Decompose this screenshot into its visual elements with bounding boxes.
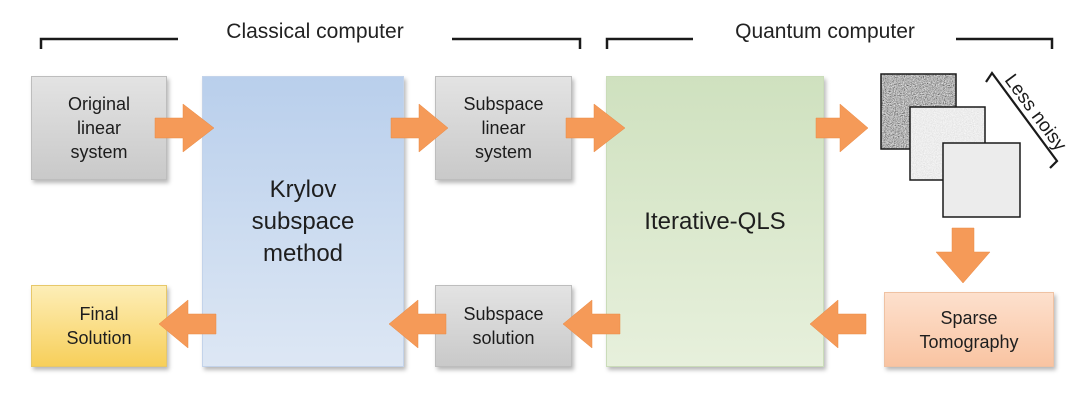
quantum-computer-label: Quantum computer — [735, 20, 915, 43]
final-solution-label: Final Solution — [66, 304, 132, 348]
arrow-krylov-to-final — [158, 299, 217, 349]
arrow-tomography-to-iterative — [809, 299, 867, 349]
iterative-qls-box: Iterative-QLS — [606, 76, 824, 367]
classical-computer-label: Classical computer — [226, 20, 404, 43]
quantum-bracket-right — [956, 37, 1054, 49]
subspace-solution-box: Subspace solution — [435, 285, 572, 367]
arrow-solution-to-krylov — [388, 299, 447, 349]
original-linear-system-label: Original linear system — [67, 94, 131, 162]
sparse-tomography-label: Sparse Tomography — [919, 307, 1019, 352]
classical-bracket-right — [452, 37, 582, 49]
quantum-bracket-left — [605, 37, 693, 49]
subspace-linear-system-label: Subspace linear system — [463, 94, 544, 162]
arrow-original-to-krylov — [154, 103, 215, 153]
subspace-linear-system-box: Subspace linear system — [435, 76, 572, 180]
arrow-iterative-to-squares — [815, 103, 869, 153]
subspace-solution-label: Subspace solution — [463, 304, 544, 348]
arrow-iterative-to-solution — [562, 299, 621, 349]
less-noisy-bracket — [985, 71, 1059, 169]
sparse-tomography-box: Sparse Tomography — [884, 292, 1054, 367]
flow-arrows — [154, 103, 991, 349]
arrow-squares-to-tomography — [935, 227, 991, 284]
arrow-krylov-to-subspace — [390, 103, 449, 153]
classical-bracket-left — [39, 37, 178, 49]
final-solution-box: Final Solution — [31, 285, 167, 367]
arrow-subspace-to-iterative — [565, 103, 626, 153]
original-linear-system-box: Original linear system — [31, 76, 167, 180]
noisy-square-clean — [942, 142, 1021, 218]
krylov-subspace-method-label: Krylov subspace method — [251, 175, 355, 267]
krylov-subspace-method-box: Krylov subspace method — [202, 76, 404, 367]
iterative-qls-label: Iterative-QLS — [644, 207, 786, 235]
